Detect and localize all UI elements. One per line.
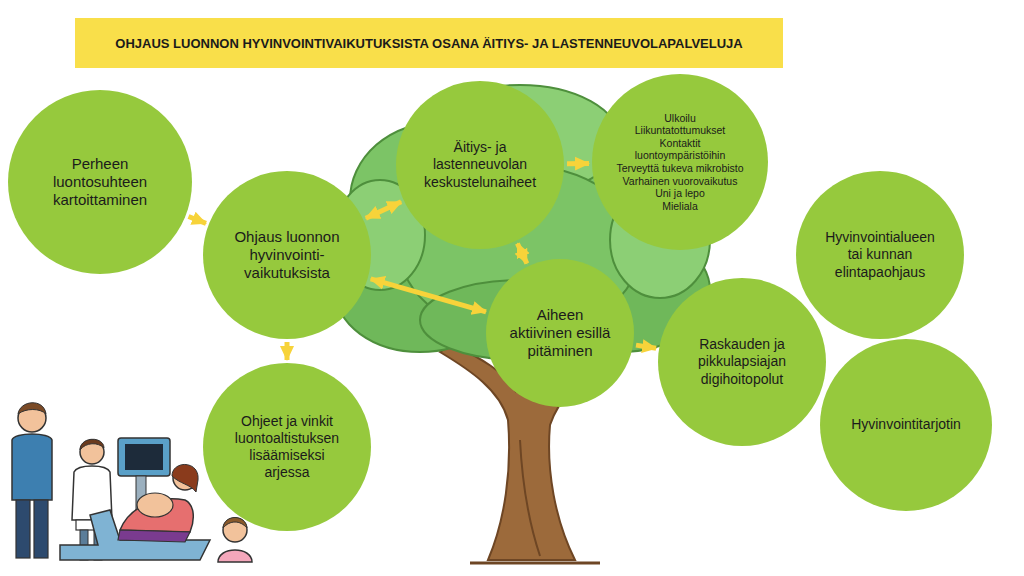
list-item: Ulkoilu — [664, 112, 696, 125]
topic-circle: Ohjeet ja vinkit luontoaltistuksen lisää… — [203, 363, 371, 531]
arrow-connector — [285, 342, 290, 360]
circle-label: Äitiys- ja lastenneuvolan keskustelunaih… — [419, 139, 541, 190]
circle-label: Hyvinvointitarjotin — [851, 416, 961, 433]
arrow-connector — [636, 345, 656, 348]
arrow-connector — [517, 244, 527, 264]
arrow-connector — [371, 279, 486, 312]
list-item: Terveyttä tukeva mikrobisto — [616, 162, 743, 175]
circle-label: Aiheen aktiivinen esillä pitäminen — [507, 306, 614, 361]
circle-label: Raskauden ja pikkulapsiajan digihoitopol… — [681, 336, 803, 387]
arrow-connector — [567, 161, 589, 166]
list-item: Varhainen vuorovaikutus — [623, 175, 738, 188]
topic-circle: Äitiys- ja lastenneuvolan keskustelunaih… — [396, 81, 564, 249]
circle-label: Ohjeet ja vinkit luontoaltistuksen lisää… — [226, 413, 348, 481]
topic-circle: Perheen luontosuhteen kartoittaminen — [8, 90, 192, 274]
title-band: OHJAUS LUONNON HYVINVOINTIVAIKUTUKSISTA … — [75, 18, 783, 68]
circle-label: Ohjaus luonnon hyvinvointi- vaikutuksist… — [226, 228, 348, 283]
arrow-connector — [189, 217, 207, 224]
topic-circle: Hyvinvointialueen tai kunnan elintapaohj… — [796, 171, 964, 339]
topic-circle: Raskauden ja pikkulapsiajan digihoitopol… — [658, 278, 826, 446]
topic-list-circle: UlkoiluLiikuntatottumuksetKontaktit luon… — [592, 74, 768, 250]
list-item: Kontaktit luontoympäristöihin — [614, 137, 746, 162]
topic-circle: Ohjaus luonnon hyvinvointi- vaikutuksist… — [203, 171, 371, 339]
list-item: Mieliala — [662, 200, 698, 213]
arrow-connector — [366, 202, 401, 218]
list-item: Liikuntatottumukset — [635, 124, 725, 137]
topic-circle: Aiheen aktiivinen esillä pitäminen — [486, 259, 634, 407]
list-item: Uni ja lepo — [655, 187, 705, 200]
title-text: OHJAUS LUONNON HYVINVOINTIVAIKUTUKSISTA … — [115, 36, 742, 51]
circle-label: Hyvinvointialueen tai kunnan elintapaohj… — [819, 229, 941, 280]
circle-label: Perheen luontosuhteen kartoittaminen — [34, 155, 167, 210]
topic-circle: Hyvinvointitarjotin — [820, 339, 992, 511]
